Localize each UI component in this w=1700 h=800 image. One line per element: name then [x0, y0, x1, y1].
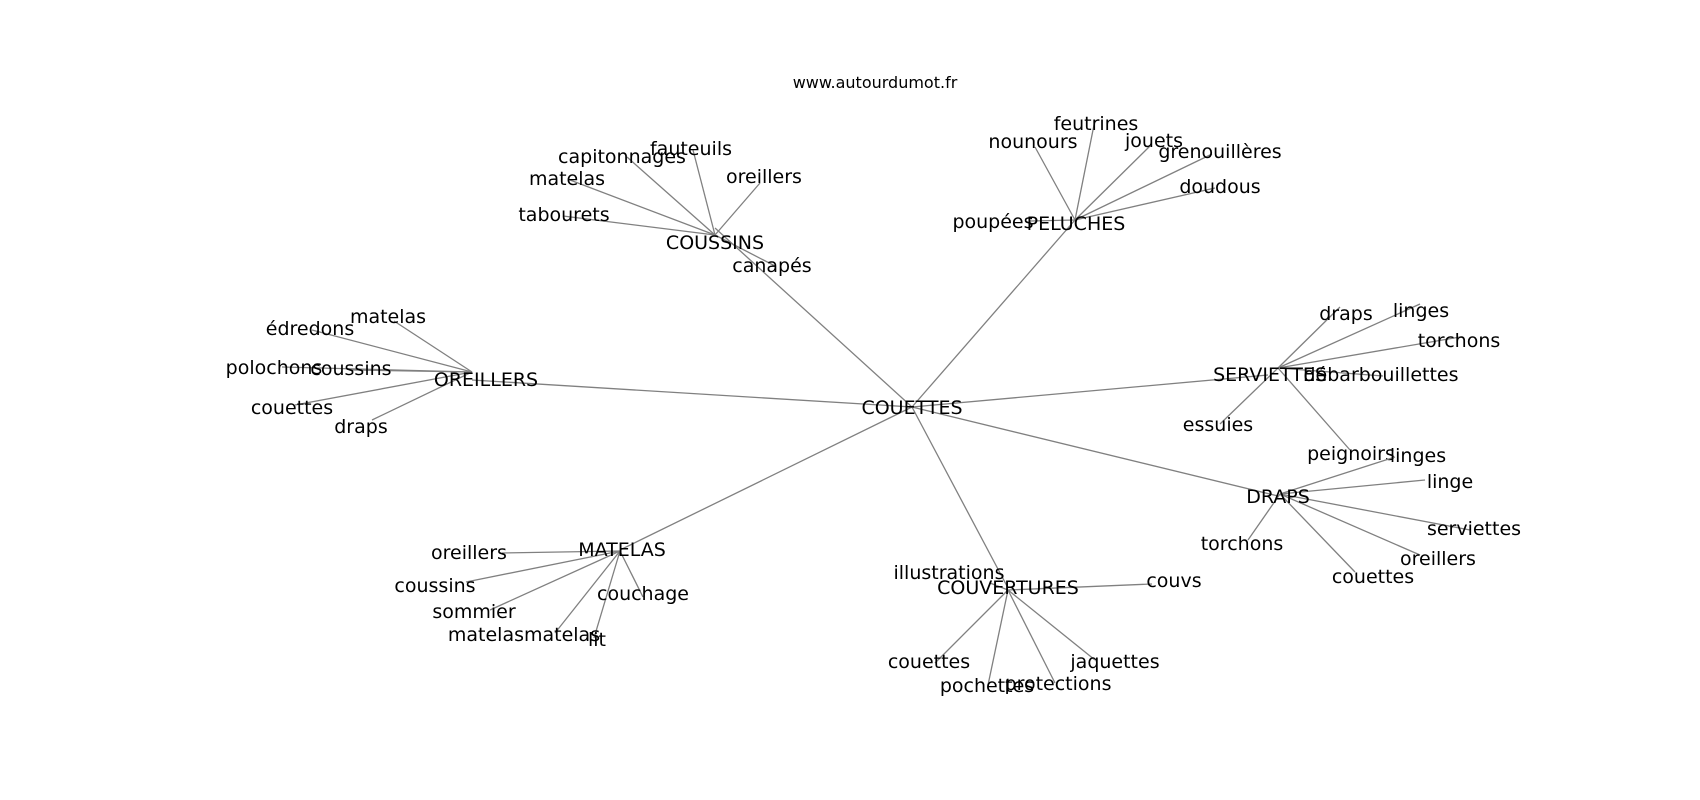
cluster-hub: COUSSINS: [666, 232, 764, 254]
leaf-word: linge: [1427, 471, 1473, 493]
leaf-word: pochettes: [940, 675, 1034, 697]
leaf-word: nounours: [988, 131, 1077, 153]
leaf-word: jouets: [1124, 130, 1183, 152]
leaf-word: polochons: [226, 357, 323, 379]
leaf-word: couettes: [888, 651, 970, 673]
cluster-coussins: COUSSINS fauteuils capitonnages matelas …: [518, 138, 811, 277]
cluster-hub: COUVERTURES: [937, 577, 1079, 599]
leaf-word: protections: [1005, 673, 1112, 695]
leaf-word: couettes: [1332, 566, 1414, 588]
leaf-word: coussins: [310, 358, 391, 380]
cluster-hub: MATELAS: [578, 539, 666, 561]
leaf-word: sommier: [432, 601, 516, 623]
leaf-word: feutrines: [1054, 113, 1139, 135]
cluster-hub: SERVIETTES: [1213, 364, 1327, 386]
leaf-word: couettes: [251, 397, 333, 419]
cluster-hub: PELUCHES: [1027, 213, 1126, 235]
center-node: COUETTES: [861, 397, 962, 419]
leaf-word: oreillers: [431, 542, 507, 564]
leaf-word: couchage: [597, 583, 689, 605]
leaf-word: coussins: [394, 575, 475, 597]
leaf-word: torchons: [1201, 533, 1284, 555]
leaf-word: débarbouillettes: [1303, 364, 1458, 386]
leaf-word: édredons: [266, 318, 354, 340]
leaf-word: linges: [1390, 445, 1446, 467]
leaf-word: jaquettes: [1069, 651, 1159, 673]
cluster-serviettes: SERVIETTES draps linges torchons débarbo…: [1183, 300, 1500, 465]
leaf-word: peignoirs: [1307, 443, 1395, 465]
leaf-word: couvs: [1146, 570, 1201, 592]
leaf-word: serviettes: [1427, 518, 1521, 540]
leaf-word: fauteuils: [650, 138, 732, 160]
leaf-word: matelasmatelas: [448, 624, 600, 646]
leaf-word: matelas: [529, 168, 605, 190]
leaf-word: draps: [1319, 303, 1372, 325]
leaf-word: poupées: [952, 211, 1033, 233]
leaf-word: lit: [588, 629, 606, 651]
site-url: www.autourdumot.fr: [793, 73, 958, 92]
leaf-word: illustrations: [894, 562, 1005, 584]
leaf-word: matelas: [350, 306, 426, 328]
cluster-matelas: MATELAS oreillers coussins sommier matel…: [394, 539, 689, 651]
center-edges: [471, 219, 1279, 589]
leaf-word: torchons: [1418, 330, 1501, 352]
leaf-word: grenouillères: [1158, 141, 1281, 163]
leaf-word: oreillers: [726, 166, 802, 188]
cluster-hub: OREILLERS: [434, 369, 538, 391]
leaf-word: linges: [1393, 300, 1449, 322]
leaf-word: oreillers: [1400, 548, 1476, 570]
cluster-couvertures: COUVERTURES illustrations couvs couettes…: [888, 562, 1202, 697]
cluster-peluches: PELUCHES feutrines nounours jouets greno…: [952, 113, 1281, 235]
leaf-word: capitonnages: [558, 146, 686, 168]
cluster-oreillers: OREILLERS matelas édredons polochons cou…: [226, 306, 538, 438]
leaf-word: tabourets: [518, 204, 609, 226]
cluster-draps: DRAPS linges linge serviettes oreillers …: [1201, 445, 1521, 588]
leaf-word: doudous: [1179, 176, 1260, 198]
leaf-word: draps: [334, 416, 387, 438]
leaf-word: canapés: [732, 255, 811, 277]
cluster-hub: DRAPS: [1246, 486, 1310, 508]
leaf-word: essuies: [1183, 414, 1253, 436]
